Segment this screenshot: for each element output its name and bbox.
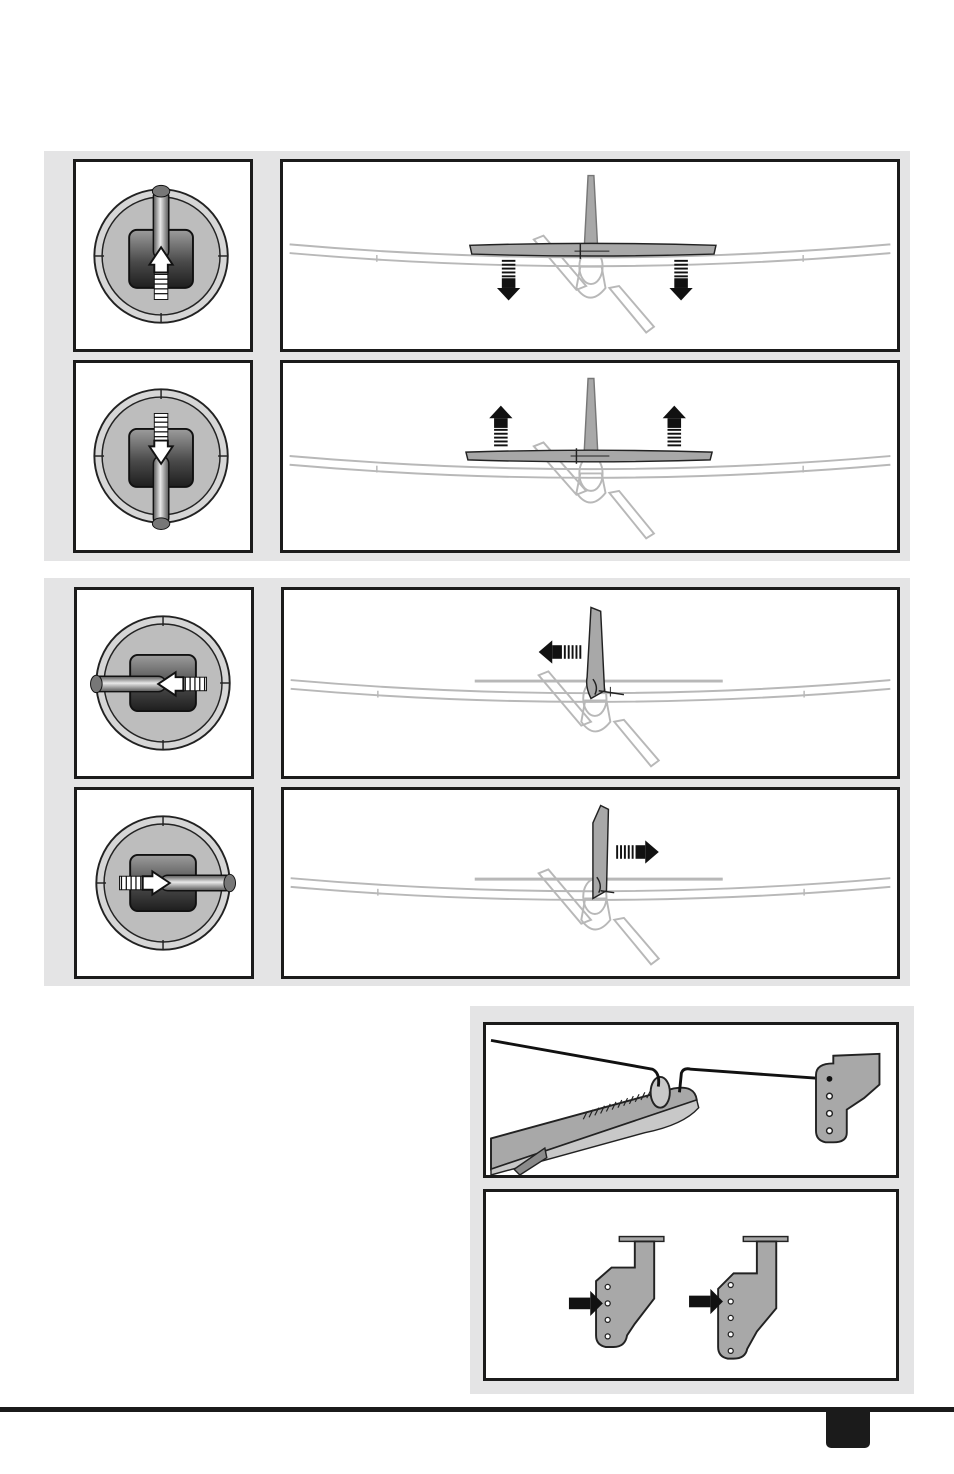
arrow-left [539, 640, 581, 663]
transmitter-stick-down-figure [73, 360, 253, 553]
rudder-left-figure [281, 587, 900, 779]
pushrod-horn-figure [483, 1022, 899, 1178]
gimbal-stick-left-icon [77, 590, 251, 776]
aircraft-front-elevator-down-icon [283, 162, 897, 349]
aircraft-front-elevator-up-icon [283, 363, 897, 550]
footer-rule [0, 1407, 954, 1412]
transmitter-stick-up-figure [73, 159, 253, 352]
arrow-up-right [663, 406, 686, 446]
rudder-right-figure [281, 787, 900, 979]
aircraft-front-rudder-left-icon [284, 590, 897, 776]
arrow-up-left [489, 406, 512, 446]
elevator-down-figure [280, 159, 900, 352]
control-horn-holes-figure [483, 1189, 899, 1381]
arrow-right [617, 840, 659, 863]
arrow-down-right [669, 261, 692, 301]
control-horn-holes-icon [486, 1192, 896, 1378]
gimbal-stick-up-icon [76, 162, 250, 349]
transmitter-stick-left-figure [74, 587, 254, 779]
aircraft-front-rudder-right-icon [284, 790, 897, 976]
gimbal-stick-down-icon [76, 363, 250, 550]
elevator-up-figure [280, 360, 900, 553]
page-number-tab [826, 1412, 870, 1448]
transmitter-stick-right-figure [74, 787, 254, 979]
pushrod-horn-icon [486, 1025, 896, 1175]
gimbal-stick-right-icon [77, 790, 251, 976]
arrow-down-left [497, 261, 520, 301]
